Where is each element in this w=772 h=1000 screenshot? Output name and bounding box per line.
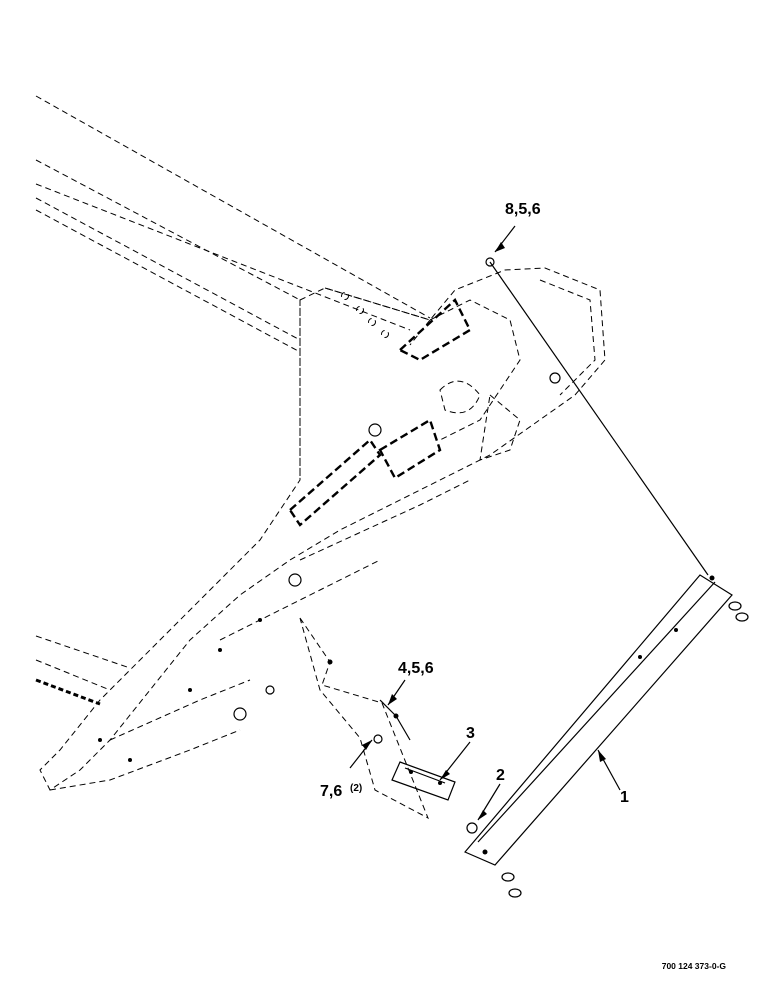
callout-3: 3: [466, 725, 475, 742]
callout-8-5-6: 8,5,6: [505, 201, 541, 218]
drawing-number: 700 124 373-0-G: [662, 961, 727, 971]
callout-arrows: [349, 225, 621, 821]
callout-7-6-quantity: (2): [350, 783, 362, 794]
callout-4-5-6: 4,5,6: [398, 660, 434, 677]
callout-1: 1: [620, 789, 629, 806]
frame-rails: [35, 95, 431, 706]
header-arm: [39, 267, 606, 791]
shield-plate: [299, 617, 429, 820]
leader-lines: [379, 261, 709, 741]
part-3-bracket: [391, 761, 456, 801]
callout-7-6: 7,6: [320, 783, 342, 800]
callout-2: 2: [496, 767, 505, 784]
hardware-nuts: [327, 257, 749, 898]
part-1-plate: [464, 574, 733, 866]
